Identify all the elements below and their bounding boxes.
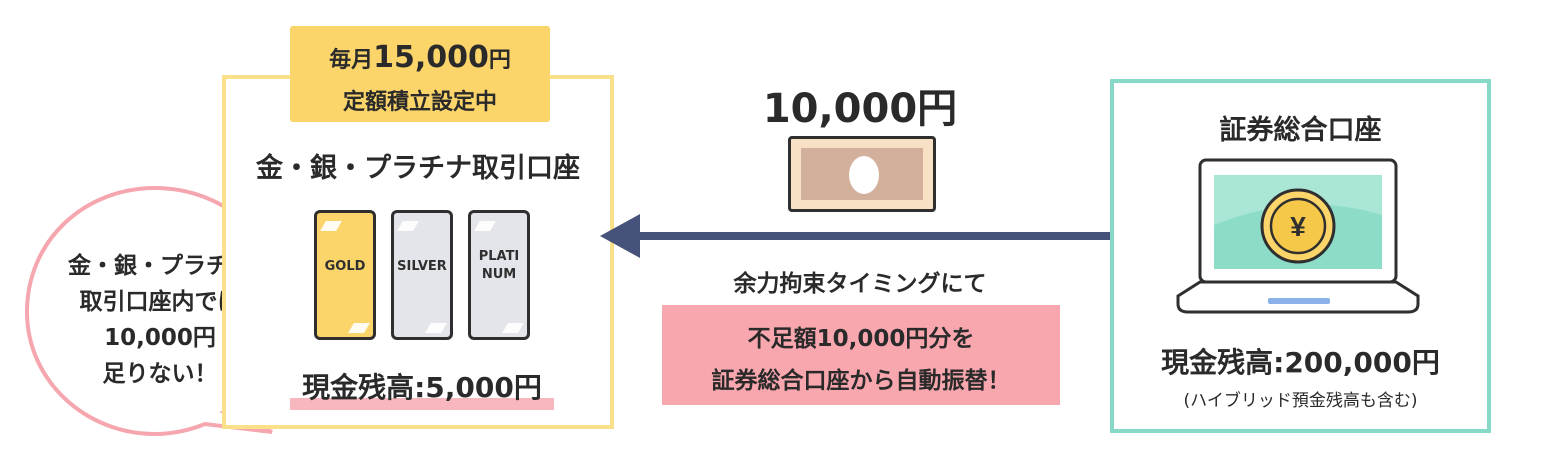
platinum-label-line1: PLATI	[478, 249, 520, 264]
metal-account-balance: 現金残高:5,000円	[302, 371, 542, 404]
transfer-amount: 10,000円	[762, 86, 958, 132]
monthly-setting-tag: 毎月15,000円 定額積立設定中	[290, 26, 550, 122]
balance-note: (ハイブリッド預金残高も含む)	[1183, 391, 1418, 411]
platinum-bar-icon: PLATI NUM	[468, 210, 530, 340]
balance-highlight	[290, 398, 554, 410]
securities-account-title: 証券総合口座	[1219, 115, 1382, 146]
speech-bubble-line: 金・銀・プラチナ	[68, 253, 252, 279]
speech-bubble-line: 取引口座内では	[79, 289, 241, 315]
monthly-prefix: 毎月	[329, 48, 374, 73]
auto-transfer-line1: 不足額10,000円分を	[747, 326, 975, 352]
gold-label: GOLD	[324, 259, 366, 274]
speech-bubble-text: 金・銀・プラチナ 取引口座内では 10,000円 足りない！	[44, 248, 276, 392]
monthly-unit: 円	[488, 48, 511, 73]
gold-bar-icon: GOLD	[314, 210, 376, 340]
yen-symbol: ¥	[1290, 211, 1306, 242]
platinum-label-line2: NUM	[481, 267, 517, 282]
auto-transfer-line2: 証券総合口座から自動振替！	[711, 368, 1011, 394]
auto-transfer-message-box: 不足額10,000円分を 証券総合口座から自動振替！	[662, 305, 1060, 405]
metal-account-title: 金・銀・プラチナ取引口座	[256, 153, 580, 184]
monthly-amount-text: 毎月15,000円	[290, 40, 550, 75]
yen-coin-icon: ¥	[1260, 188, 1336, 264]
timing-label: 余力拘束タイミングにて	[733, 271, 987, 297]
silver-bar-icon: SILVER	[391, 210, 453, 340]
speech-bubble-line: 10,000円	[104, 325, 216, 351]
setting-status-text: 定額積立設定中	[342, 90, 497, 115]
banknote-icon	[788, 136, 936, 212]
silver-label: SILVER	[397, 259, 447, 274]
securities-account-balance: 現金残高:200,000円	[1161, 346, 1440, 379]
speech-bubble-line: 足りない！	[102, 361, 218, 387]
monthly-amount: 15,000	[373, 40, 489, 75]
